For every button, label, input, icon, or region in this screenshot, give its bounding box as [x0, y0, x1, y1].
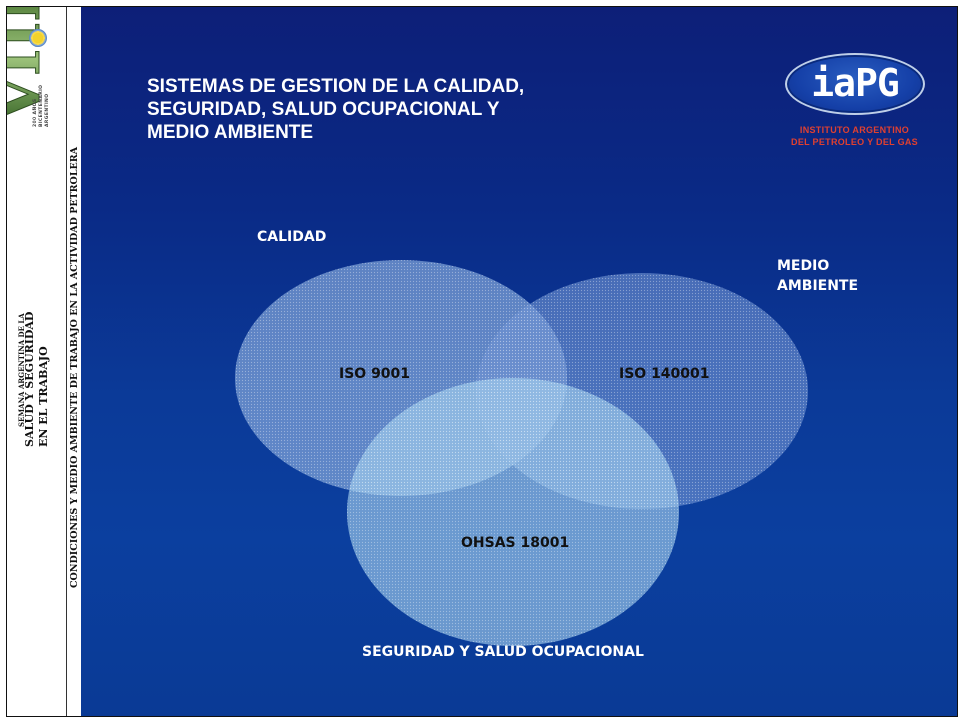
- slide-title: SISTEMAS DE GESTION DE LA CALIDAD, SEGUR…: [147, 75, 667, 144]
- logo-word: iaPG: [811, 61, 900, 105]
- label-calidad: CALIDAD: [257, 229, 327, 245]
- label-medio-ambiente: MEDIO AMBIENTE: [777, 256, 858, 296]
- logo-oval: [785, 53, 925, 115]
- event-sidebar: 200 AÑOS BICENTENARIO ARGENTINO SEMANA A…: [7, 7, 67, 716]
- set-label-iso140001: ISO 140001: [619, 366, 710, 382]
- roman-numeral-text: VIII: [7, 7, 53, 122]
- logo-subtitle-line: INSTITUTO ARGENTINO: [799, 125, 910, 135]
- set-label-iso9001: ISO 9001: [339, 366, 410, 382]
- venn-diagram: ISO 9001 ISO 140001 OHSAS 18001: [235, 260, 808, 646]
- sun-emblem-icon: [29, 29, 47, 47]
- label-seguridad: SEGURIDAD Y SALUD OCUPACIONAL: [362, 644, 644, 660]
- title-line: SISTEMAS DE GESTION DE LA CALIDAD,: [147, 76, 525, 97]
- caption-column: [67, 7, 81, 716]
- title-line: MEDIO AMBIENTE: [147, 122, 314, 143]
- label-medio-line: MEDIO: [777, 258, 830, 274]
- logo-subtitle-line: DEL PETROLEO Y DEL GAS: [791, 137, 918, 147]
- label-medio-line: AMBIENTE: [777, 278, 859, 294]
- set-seguridad: [347, 378, 679, 646]
- set-label-ohsas18001: OHSAS 18001: [461, 535, 569, 551]
- roman-numeral-logo: VIII: [7, 7, 54, 123]
- iapg-logo: iaPG INSTITUTO ARGENTINO DEL PETROLEO Y …: [767, 47, 942, 167]
- title-line: SEGURIDAD, SALUD OCUPACIONAL Y: [147, 99, 500, 120]
- slide: 200 AÑOS BICENTENARIO ARGENTINO SEMANA A…: [6, 6, 958, 717]
